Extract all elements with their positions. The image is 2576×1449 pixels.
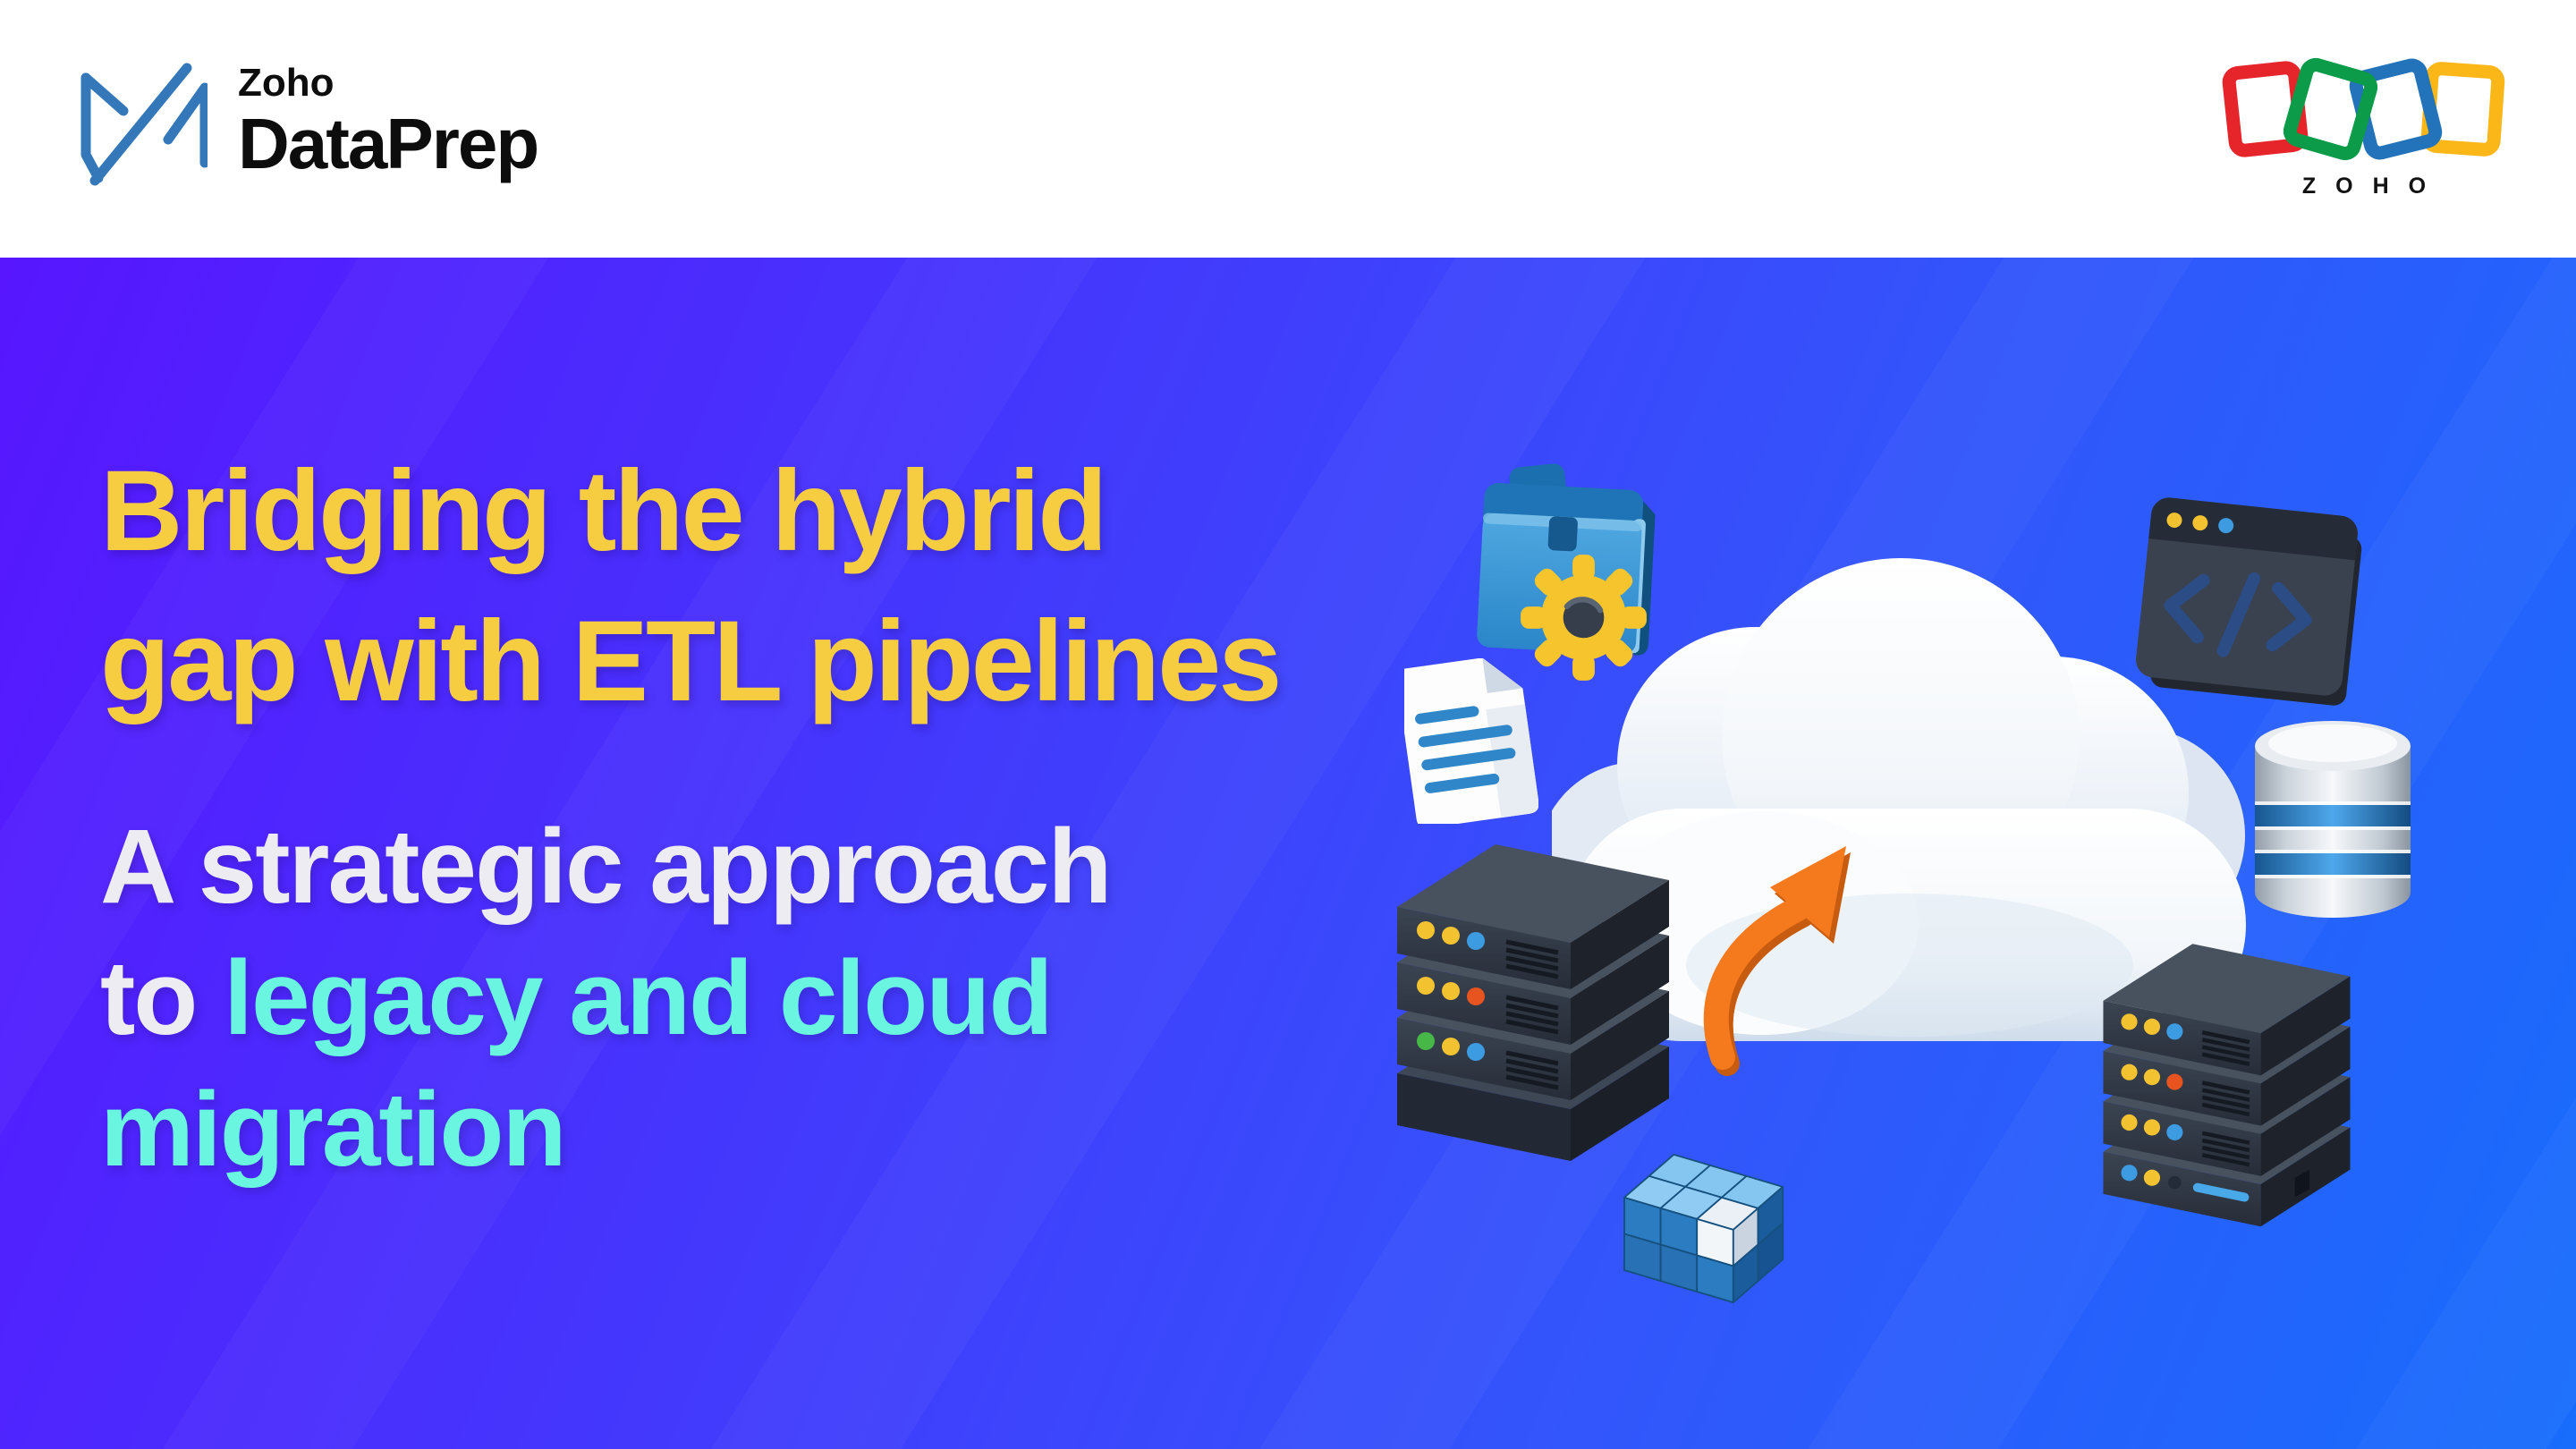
subheadline-line2: to legacy and cloud bbox=[100, 933, 1110, 1064]
subheadline-line2-prefix: to bbox=[100, 939, 225, 1057]
hero-section: Bridging the hybrid gap with ETL pipelin… bbox=[0, 258, 2576, 1449]
headline-line1: Bridging the hybrid bbox=[100, 447, 1107, 575]
subheadline-line2-accent: legacy and cloud bbox=[224, 939, 1053, 1057]
zoho-logo[interactable]: ZOHO bbox=[2220, 54, 2506, 199]
headline: Bridging the hybrid gap with ETL pipelin… bbox=[100, 436, 1282, 737]
brand-product-label: DataPrep bbox=[238, 104, 539, 183]
headline-line2: gap with ETL pipelines bbox=[100, 597, 1282, 725]
zoho-squares-icon bbox=[2220, 54, 2506, 165]
subheadline: A strategic approach to legacy and cloud… bbox=[100, 801, 1112, 1196]
zoho-wordmark: ZOHO bbox=[2301, 174, 2446, 199]
dataprep-logo-mark-icon bbox=[80, 63, 208, 186]
header-bar: Zoho DataPrep ZOHO bbox=[0, 0, 2576, 258]
brand-top-label: Zoho bbox=[238, 61, 335, 105]
subheadline-line1: A strategic approach bbox=[100, 808, 1112, 926]
zoho-dataprep-logo[interactable]: Zoho DataPrep bbox=[64, 50, 539, 193]
subheadline-line3: migration bbox=[100, 1071, 567, 1189]
